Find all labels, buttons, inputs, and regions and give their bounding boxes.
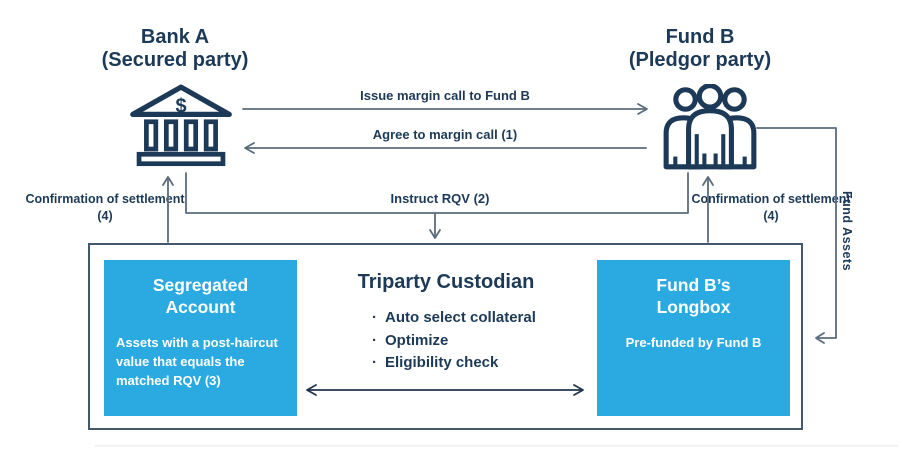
issue-margin-call-arrow [242, 103, 648, 115]
longbox-title: Fund B’s Longbox [656, 275, 731, 317]
bank-name: Bank A [140, 26, 210, 48]
bottom-separator [95, 445, 898, 447]
custodian-bullet-list: Auto select collateral Optimize Eligibil… [310, 307, 582, 375]
agree-margin-call-label: Agree to margin call (1) [372, 127, 518, 142]
fund-title: Fund B (Pledgor party) [600, 26, 800, 72]
bank-role: (Secured party) [101, 49, 249, 71]
fund-role: (Pledgor party) [628, 49, 772, 71]
custodian-block: Triparty Custodian Auto select collatera… [310, 271, 582, 375]
confirmation-settlement-right-label: Confirmation of settlement (4) [691, 192, 851, 223]
bullet-text: Auto select collateral [385, 309, 536, 326]
bank-icon: $ [130, 84, 232, 167]
fund-assets-label: Fund Assets [840, 191, 854, 272]
custodian-title: Triparty Custodian [357, 271, 535, 293]
svg-text:$: $ [175, 95, 186, 117]
custodian-bullet-item: Optimize [372, 330, 582, 353]
longbox-body: Pre-funded by Fund B [625, 335, 762, 350]
custodian-bullet-item: Eligibility check [372, 352, 582, 375]
agree-margin-call-arrow [244, 142, 647, 154]
bullet-text: Eligibility check [385, 354, 499, 371]
segregated-account-box: Segregated Account Assets with a post-ha… [104, 260, 297, 416]
fund-b-longbox-box: Fund B’s Longbox Pre-funded by Fund B [597, 260, 790, 416]
confirmation-settlement-left-label: Confirmation of settlement (4) [25, 192, 185, 223]
people-icon [663, 84, 757, 170]
bank-title: Bank A (Secured party) [75, 26, 275, 72]
fund-name: Fund B [665, 26, 735, 48]
issue-margin-call-label: Issue margin call to Fund B [360, 88, 530, 103]
instruct-rqv-label: Instruct RQV (2) [390, 191, 490, 206]
custodian-bullet-item: Auto select collateral [372, 307, 582, 330]
segregated-account-title: Segregated Account [152, 275, 249, 317]
segregated-account-body: Assets with a post-haircut value that eq… [116, 335, 278, 388]
bullet-text: Optimize [385, 331, 449, 349]
